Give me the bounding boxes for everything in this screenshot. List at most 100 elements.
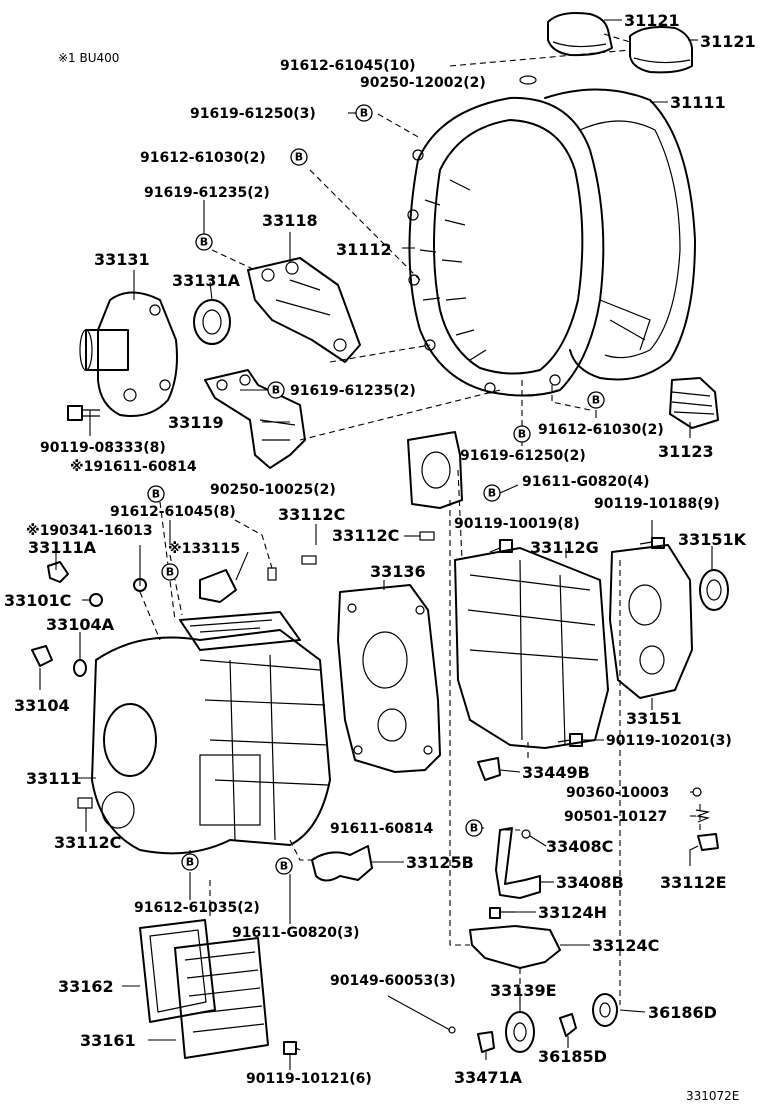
svg-text:B: B [360,107,368,120]
label-33131: 33131 [94,250,150,269]
part-33101C-washer [89,593,103,607]
bolt-marker: B [483,484,501,502]
label-33112C-a: 33112C [278,505,345,524]
part-33162-gasket [139,919,216,1023]
label-91612-61045-8: 91612-61045(8) [110,504,236,520]
label-31121-a: 31121 [624,11,680,30]
part-33408C-ring [521,829,531,839]
bolt-marker: B [195,233,213,251]
svg-text:B: B [272,384,280,397]
label-36186D: 36186D [648,1003,717,1022]
part-90501-10127-spring [695,809,711,823]
label-33119: 33119 [168,413,224,432]
label-33104: 33104 [14,696,70,715]
label-91611-60814: 91611-60814 [330,821,433,837]
label-33104A: 33104A [46,615,115,634]
part-31123-boot [669,377,719,429]
bolt-marker: B [275,857,293,875]
part-90250-10025-pin [267,567,277,581]
label-33124C: 33124C [592,936,659,955]
bolt-marker: B [290,148,308,166]
part-90119-10121-bolt [283,1041,301,1055]
label-33136: 33136 [370,562,426,581]
part-33111A-plug [47,561,69,583]
part-33408B-shaft [495,827,541,899]
label-33111: 33111 [26,769,82,788]
label-33112G: 33112G [530,538,599,557]
bolt-marker: B [355,104,373,122]
part-33119-bracket [204,369,306,469]
label-90119-10201-3: 90119-10201(3) [606,733,732,749]
leader-lines [39,19,713,1070]
label-91619-61250-3: 91619-61250(3) [190,106,316,122]
svg-text:B: B [280,860,288,873]
svg-text:B: B [152,488,160,501]
label-90250-10025-2: 90250-10025(2) [210,482,336,498]
part-90250-12002-plug [519,75,537,85]
label-90119-10121-6: 90119-10121(6) [246,1071,372,1087]
part-33161-cover [174,937,269,1059]
part-33112G-extension-housing [454,547,609,749]
bolt-marker: B [465,819,483,837]
label-31121-b: 31121 [700,32,756,51]
part-33139E-gear [505,1011,535,1053]
label-91611-G0820-4: 91611-G0820(4) [522,474,650,490]
part-90119-08333-bolt [67,405,100,421]
part-33124C-cover [469,925,561,969]
label-90149-60053-3: 90149-60053(3) [330,973,456,989]
part-31121-cover-b [629,26,693,74]
label-91619-61235-2-a: 91619-61235(2) [144,185,270,201]
part-33136-plate [337,584,441,773]
label-90501-10127: 90501-10127 [564,809,667,825]
part-36185D-washer [559,1013,577,1037]
label-33471A: 33471A [454,1068,523,1087]
label-33408C: 33408C [546,837,613,856]
label-91619-61250-2: 91619-61250(2) [460,448,586,464]
label-33112C-b: 33112C [332,526,399,545]
label-31123: 31123 [658,442,714,461]
label-91619-61235-2-b: 91619-61235(2) [290,383,416,399]
bolt-marker: B [161,563,179,581]
label-33139E: 33139E [490,981,557,1000]
svg-text:B: B [592,394,600,407]
part-33125B-fork [311,845,373,882]
svg-text:B: B [488,487,496,500]
figure-code: 331072E [686,1089,739,1103]
part-33112C-pin-b [419,531,435,541]
label-90360-10003: 90360-10003 [566,785,669,801]
svg-text:B: B [470,822,478,835]
part-gasket-upper [407,431,463,509]
label-33151K: 33151K [678,530,747,549]
label-33449B: 33449B [522,763,590,782]
label-33118: 33118 [262,211,318,230]
part-90119-10201-bolt [557,733,583,747]
label-91612-61030-2-a: 91612-61030(2) [140,150,266,166]
part-33115-lever [199,569,237,603]
bolt-marker: B [181,853,199,871]
bolt-marker: B [513,425,531,443]
label-90341-16013: ※190341-16013 [26,523,153,539]
part-33118-bracket [247,257,361,363]
part-36186D-seal [592,993,618,1027]
label-91611-60814-x1: ※191611-60814 [70,459,197,475]
svg-text:B: B [166,566,174,579]
label-33112C-c: 33112C [54,833,121,852]
part-90119-10019-bolt [489,539,513,553]
label-91612-61045-10: 91612-61045(10) [280,58,416,74]
bolt-marker: B [267,381,285,399]
label-33408B: 33408B [556,873,624,892]
label-33151: 33151 [626,709,682,728]
label-90119-10019-8: 90119-10019(8) [454,516,580,532]
label-91611-G0820-3: 91611-G0820(3) [232,925,360,941]
part-labels: ※1 BU400 31121 31121 91612-61045(10) 902… [4,11,756,1103]
part-33151K-seal [699,569,729,611]
part-33151-rear-cover [609,544,693,699]
label-31112: 31112 [336,240,392,259]
label-91612-61030-2-b: 91612-61030(2) [538,422,664,438]
svg-text:B: B [518,428,526,441]
part-33104-plug [31,645,53,667]
label-33111A: 33111A [28,538,97,557]
part-33124H-bolt [489,907,515,919]
svg-text:B: B [186,856,194,869]
